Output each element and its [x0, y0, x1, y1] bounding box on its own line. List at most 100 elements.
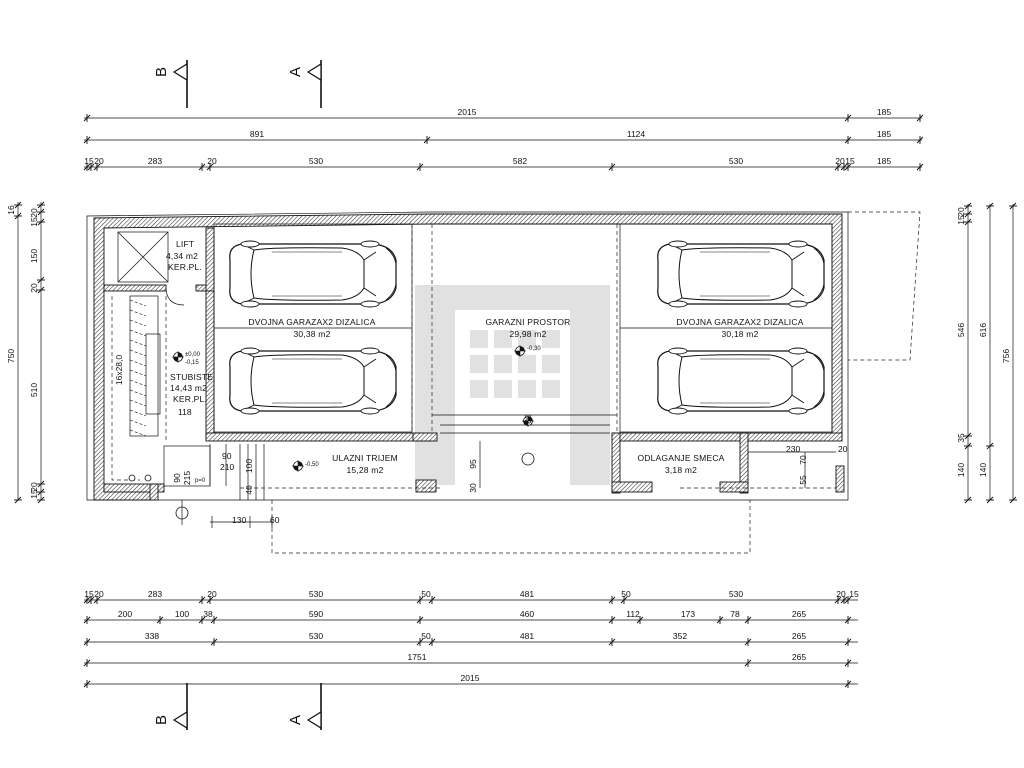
- dim-15: 15: [29, 489, 39, 499]
- dim-1751: 1751: [408, 652, 427, 662]
- dim-173: 173: [681, 609, 695, 619]
- dim-20: 20: [94, 156, 104, 166]
- stair-tread: [129, 409, 147, 417]
- dim-546: 546: [956, 323, 966, 337]
- stair-tread: [129, 369, 147, 377]
- room-garage-right: DVOJNA GARAZAX2 DIZALICA 30,18 m2: [676, 317, 803, 339]
- room-area: 15,28 m2: [346, 465, 383, 475]
- dim-70: 70: [798, 455, 808, 465]
- dim-78: 78: [730, 609, 740, 619]
- dim-80: 80: [523, 414, 533, 424]
- room-name: DVOJNA GARAZAX2 DIZALICA: [248, 317, 375, 327]
- staircase: [111, 295, 167, 482]
- section-marker-a-bottom: A: [287, 683, 322, 730]
- car-icon: [657, 347, 825, 415]
- dim-15: 15: [845, 156, 855, 166]
- level-stairs: ±0,00: [185, 352, 201, 358]
- room-stairs: STUBISTE 14,43 m2 KER.PL.: [170, 372, 213, 404]
- dim-1124: 1124: [627, 129, 646, 139]
- room-name: DVOJNA GARAZAX2 DIZALICA: [676, 317, 803, 327]
- dim-100: 100: [175, 609, 189, 619]
- dim-118: 118: [178, 407, 192, 417]
- stair-tread: [129, 319, 147, 327]
- stair-tread: [129, 299, 147, 307]
- dim-total-2015: 2015: [461, 673, 480, 683]
- dim-20: 20: [94, 589, 104, 599]
- section-label-a: A: [287, 67, 304, 77]
- dim-530: 530: [309, 156, 323, 166]
- level-entrance: -0,50: [305, 462, 319, 468]
- dim-215: 215: [182, 471, 192, 485]
- stair-tread: [129, 339, 147, 347]
- stair-tread: [129, 389, 147, 397]
- level-stairs-sub: -0,15: [185, 360, 199, 366]
- section-marker-b-bottom: B: [153, 683, 188, 730]
- room-area: 3,18 m2: [665, 465, 697, 475]
- dim-38: 38: [203, 609, 213, 619]
- level-marker-icon: [171, 350, 185, 364]
- section-label-b: B: [153, 67, 170, 77]
- room-floor: KER.PL.: [173, 394, 207, 404]
- dim-20: 20: [29, 482, 39, 492]
- dim-20: 20: [838, 444, 848, 454]
- dim-150: 150: [29, 249, 39, 263]
- room-name: ULAZNI TRIJEM: [332, 453, 398, 463]
- room-area: 30,38 m2: [293, 329, 330, 339]
- dim-460: 460: [520, 609, 534, 619]
- dim-100: 100: [244, 459, 254, 473]
- dim-20: 20: [29, 283, 39, 293]
- dim-15: 15: [84, 156, 94, 166]
- dim-90: 90: [172, 473, 182, 483]
- dimension-right: 20 15 546 616 756 35 140 140: [956, 202, 1017, 504]
- stair-tread: [129, 379, 147, 387]
- room-area: 30,18 m2: [721, 329, 758, 339]
- dim-50: 50: [421, 589, 431, 599]
- dim-352: 352: [673, 631, 687, 641]
- room-area: 29,98 m2: [509, 329, 546, 339]
- room-floor: KER.PL.: [168, 262, 202, 272]
- dim-60: 60: [270, 515, 280, 525]
- room-lift: LIFT 4,34 m2 KER.PL.: [166, 239, 202, 272]
- dim-510: 510: [29, 383, 39, 397]
- dim-265: 265: [792, 652, 806, 662]
- lift-shaft: [117, 231, 185, 306]
- dim-185: 185: [877, 107, 891, 117]
- dim-35: 35: [956, 433, 966, 443]
- level-door: p=0: [195, 478, 206, 484]
- dim-756: 756: [1001, 349, 1011, 363]
- dim-total-2015: 2015: [458, 107, 477, 117]
- section-marker-b-top: B: [153, 60, 188, 108]
- dim-530: 530: [309, 631, 323, 641]
- dimension-top: 2015 185 891 1124 185 15 20 283 20 530 5…: [83, 107, 924, 171]
- dim-20: 20: [29, 208, 39, 218]
- room-area: 4,34 m2: [166, 251, 198, 261]
- stair-tread: [129, 399, 147, 407]
- dim-40: 40: [244, 485, 254, 495]
- dim-616: 616: [978, 323, 988, 337]
- dim-20: 20: [835, 156, 845, 166]
- dim-265: 265: [792, 631, 806, 641]
- room-entrance: ULAZNI TRIJEM 15,28 m2: [332, 453, 398, 475]
- dim-530: 530: [729, 589, 743, 599]
- level-marker-icon: [291, 459, 305, 473]
- dim-140: 140: [978, 463, 988, 477]
- inner-dimensions: 90 210 100 118 16x28,0 130 60 40 90 215 …: [114, 355, 848, 525]
- stair-tread: [129, 359, 147, 367]
- car-icon: [657, 240, 825, 308]
- dim-185: 185: [877, 129, 891, 139]
- room-garage-center: GARAZNI PROSTOR 29,98 m2: [485, 317, 570, 339]
- dim-20: 20: [836, 589, 846, 599]
- stair-tread: [129, 309, 147, 317]
- dim-230: 230: [786, 444, 800, 454]
- section-label-a-bottom: A: [287, 715, 304, 725]
- dim-112: 112: [626, 609, 640, 619]
- room-name: GARAZNI PROSTOR: [485, 317, 570, 327]
- dim-15: 15: [956, 215, 966, 225]
- room-name: ODLAGANJE SMECA: [637, 453, 724, 463]
- dim-283: 283: [148, 589, 162, 599]
- level-garage: -0,30: [527, 346, 541, 352]
- dim-338: 338: [145, 631, 159, 641]
- dim-750: 750: [6, 349, 16, 363]
- room-name: STUBISTE: [170, 372, 213, 382]
